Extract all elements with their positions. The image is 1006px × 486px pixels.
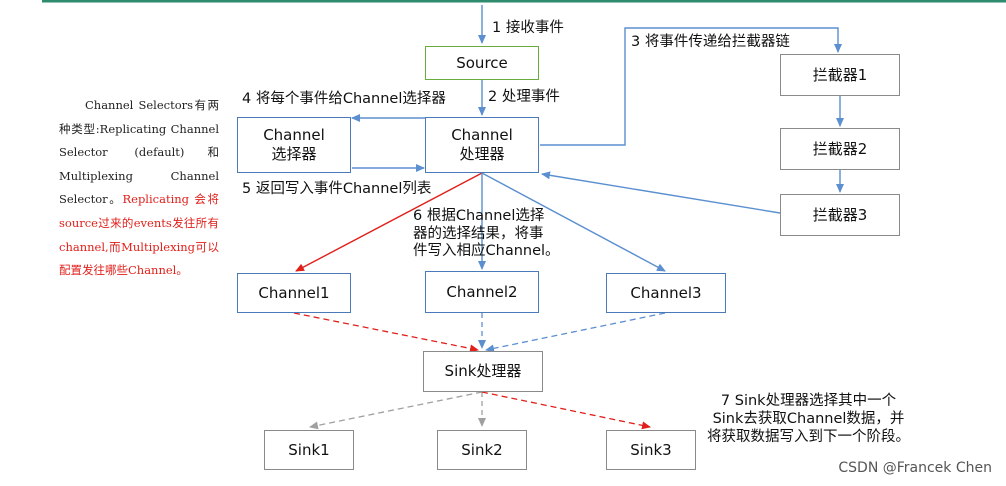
channel-processor-label: Channel 处理器 bbox=[451, 126, 513, 164]
channel3-node: Channel3 bbox=[606, 273, 726, 313]
step6-line2: 器的选择结果，将事 bbox=[413, 225, 544, 242]
interceptor3-node: 拦截器3 bbox=[780, 194, 900, 236]
channel-selector-node: Channel 选择器 bbox=[237, 117, 351, 173]
interceptor2-node: 拦截器2 bbox=[780, 128, 900, 170]
channel-selector-label-line1: Channel bbox=[263, 126, 325, 145]
channel-processor-label-line1: Channel bbox=[451, 126, 513, 145]
channel1-label: Channel1 bbox=[258, 283, 330, 302]
step4-label: 4 将每个事件给Channel选择器 bbox=[242, 91, 446, 107]
interceptor1-label: 拦截器1 bbox=[812, 65, 868, 84]
sink-processor-node: Sink处理器 bbox=[423, 351, 543, 392]
interceptor3-label: 拦截器3 bbox=[812, 205, 868, 224]
sink3-node: Sink3 bbox=[606, 430, 696, 470]
step2-label: 2 处理事件 bbox=[488, 89, 560, 105]
channel-selector-label: Channel 选择器 bbox=[263, 126, 325, 164]
channel1-node: Channel1 bbox=[237, 273, 351, 313]
sink2-label: Sink2 bbox=[461, 440, 503, 459]
channel3-label: Channel3 bbox=[630, 283, 702, 302]
edge-channel1-sinkproc bbox=[293, 312, 479, 353]
step6-line3: 件写入相应Channel。 bbox=[413, 243, 560, 260]
step7-line1: 7 Sink处理器选择其中一个 bbox=[720, 393, 897, 409]
channel-selector-label-line2: 选择器 bbox=[271, 145, 317, 163]
step6-label: 6 根据Channel选择 器的选择结果，将事 件写入相应Channel。 bbox=[413, 208, 560, 261]
source-node: Source bbox=[425, 46, 539, 80]
channel-selectors-note: Channel Selectors有两种类型:Replicating Chann… bbox=[59, 94, 219, 283]
note-black-text: Channel Selectors有两种类型:Replicating Chann… bbox=[59, 98, 219, 207]
edge-sinkproc-sink1 bbox=[309, 391, 483, 430]
step1-label: 1 接收事件 bbox=[492, 20, 564, 36]
channel2-label: Channel2 bbox=[446, 282, 518, 301]
sink2-node: Sink2 bbox=[437, 430, 527, 470]
interceptor2-label: 拦截器2 bbox=[812, 139, 868, 158]
step5-label: 5 返回写入事件Channel列表 bbox=[242, 181, 432, 197]
edge-step3 bbox=[540, 27, 842, 146]
interceptor1-node: 拦截器1 bbox=[780, 54, 900, 96]
source-label: Source bbox=[456, 53, 508, 72]
edge-channel3-sinkproc bbox=[485, 312, 666, 353]
step6-line1: 6 根据Channel选择 bbox=[413, 208, 545, 224]
step7-line3: 将获取数据写入到下一个阶段。 bbox=[707, 429, 910, 446]
step7-label: 7 Sink处理器选择其中一个 Sink去获取Channel数据，并 将获取数据… bbox=[707, 392, 910, 446]
sink1-label: Sink1 bbox=[288, 440, 330, 459]
edge-int3-processor bbox=[541, 171, 781, 214]
edge-processor-channel1 bbox=[295, 172, 483, 272]
edge-sinkproc-sink3 bbox=[481, 391, 651, 430]
sink3-label: Sink3 bbox=[630, 440, 672, 459]
step7-line2: Sink去获取Channel数据，并 bbox=[712, 411, 905, 428]
channel-processor-node: Channel 处理器 bbox=[425, 117, 539, 173]
note-red-text: Replicating 会将source过来的events发往所有channel… bbox=[59, 192, 220, 278]
sink-processor-label: Sink处理器 bbox=[444, 362, 522, 381]
channel-processor-label-line2: 处理器 bbox=[459, 145, 505, 163]
watermark: CSDN @Francek Chen bbox=[838, 460, 992, 476]
edge-processor-channel3 bbox=[481, 172, 666, 272]
sink1-node: Sink1 bbox=[264, 430, 354, 470]
step3-label: 3 将事件传递给拦截器链 bbox=[631, 34, 790, 50]
channel2-node: Channel2 bbox=[425, 271, 539, 313]
